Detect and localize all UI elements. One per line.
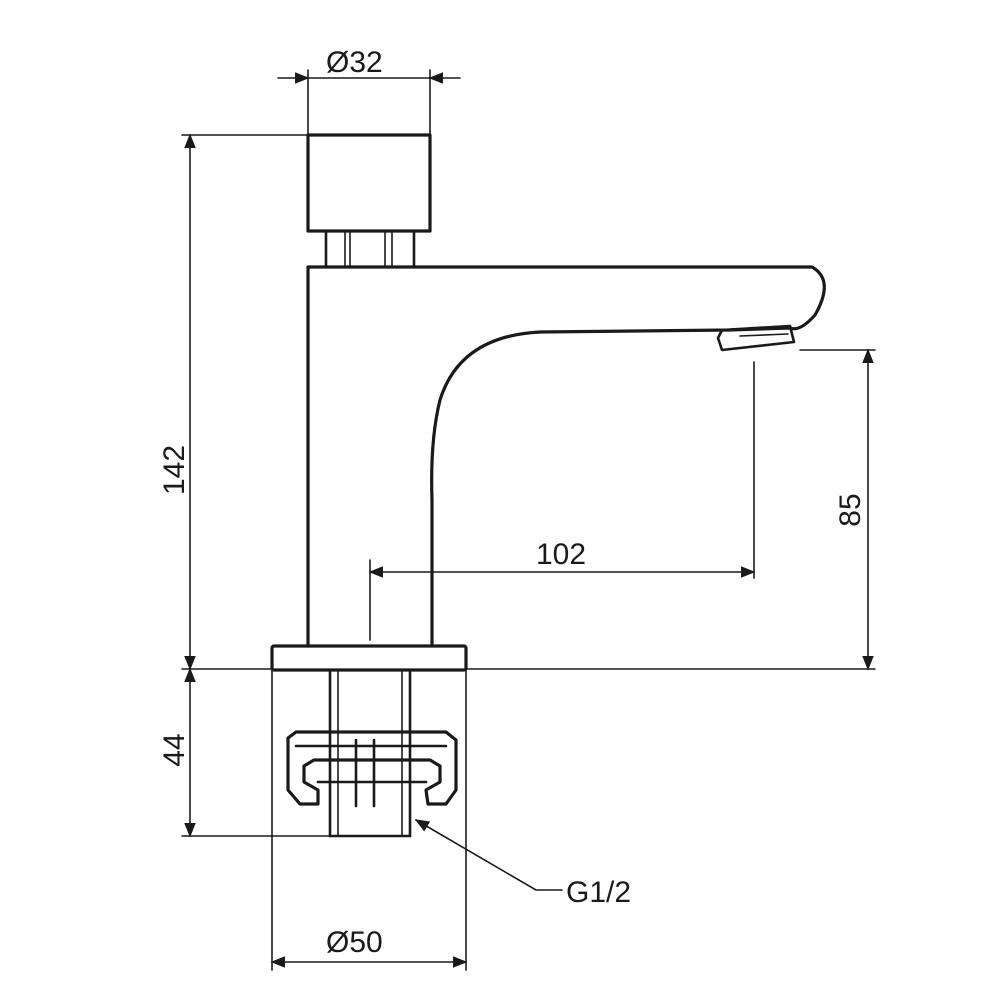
base-flange <box>270 644 468 672</box>
spout-reach-label: 102 <box>536 538 586 571</box>
base-diameter-label: Ø50 <box>326 926 383 959</box>
top-diameter-label: Ø32 <box>326 46 383 79</box>
button-stem <box>316 229 424 269</box>
threaded-shank <box>328 668 412 838</box>
spout-height-label: 85 <box>834 493 867 526</box>
base-height-label: 44 <box>158 733 191 766</box>
push-button-cap <box>306 133 432 233</box>
spout-outline <box>306 265 826 648</box>
aerator <box>716 324 796 352</box>
thread-label: G1/2 <box>566 876 631 909</box>
faucet-body <box>270 133 826 838</box>
total-height-label: 142 <box>158 445 191 495</box>
fixing-nut <box>286 730 458 808</box>
dimension-lines <box>181 69 876 971</box>
